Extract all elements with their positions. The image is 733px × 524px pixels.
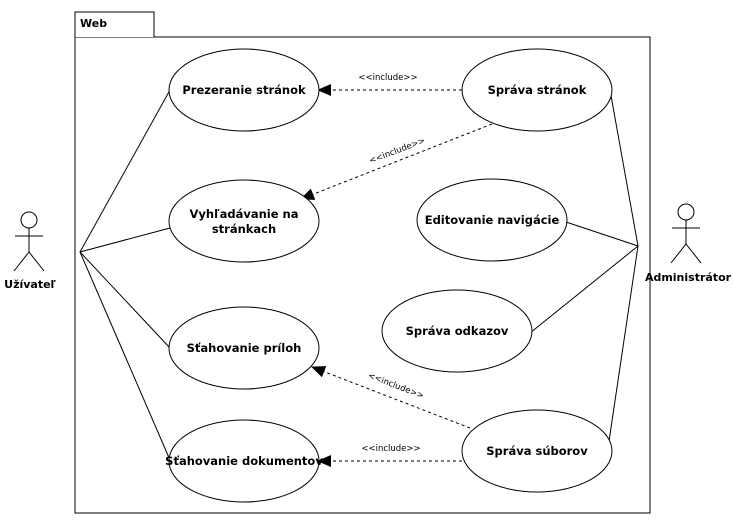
use-case-label: Správa stránok xyxy=(488,83,587,97)
use-case-sprava-suborov: Správa súborov xyxy=(461,409,613,493)
use-case-sprava-odkazov: Správa odkazov xyxy=(381,289,533,373)
actor-user-label: Užívateľ xyxy=(4,278,56,291)
actor-admin: Administrátor xyxy=(645,203,732,284)
assoc-admin-sprava-stranok xyxy=(609,89,639,247)
use-case-stahovanie-dokumentov: Sťahovanie dokumentov xyxy=(165,419,323,503)
include-label-1: <<include>> xyxy=(358,73,417,83)
assoc-user-vyhladavanie xyxy=(79,227,171,253)
use-case-label-line2: stránkach xyxy=(212,222,276,236)
include-label-4: <<include>> xyxy=(361,444,420,454)
use-case-vyhladavanie: Vyhľadávanie na stránkach xyxy=(168,179,320,263)
use-case-label: Editovanie navigácie xyxy=(425,213,560,227)
user-associations xyxy=(79,89,171,461)
stick-figure-icon xyxy=(670,203,702,264)
include-dependencies xyxy=(300,84,493,467)
use-case-label: Sťahovanie príloh xyxy=(187,341,302,355)
assoc-user-stahovanie-dokumentov xyxy=(79,251,171,461)
assoc-admin-sprava-odkazov xyxy=(529,245,639,334)
use-case-label: Správa súborov xyxy=(486,444,588,458)
actor-admin-label: Administrátor xyxy=(645,271,732,284)
include-arrow-subory-prilohy xyxy=(311,366,471,429)
assoc-user-stahovanie-priloh xyxy=(79,251,171,349)
package-title: Web xyxy=(80,17,107,30)
actor-user: Užívateľ xyxy=(4,211,57,291)
use-case-label-line1: Vyhľadávanie na xyxy=(190,207,299,221)
assoc-admin-sprava-suborov xyxy=(607,245,639,449)
stick-figure-icon xyxy=(13,211,45,272)
use-case-sprava-stranok: Správa stránok xyxy=(461,48,613,132)
admin-associations xyxy=(529,89,639,449)
include-arrow-stranky-vyhladavanie xyxy=(300,123,493,200)
use-case-label: Prezeranie stránok xyxy=(182,83,306,97)
use-case-stahovanie-priloh: Sťahovanie príloh xyxy=(168,306,320,390)
assoc-user-prezeranie xyxy=(79,89,171,253)
use-case-label: Sťahovanie dokumentov xyxy=(165,454,323,468)
use-case-prezeranie-stranok: Prezeranie stránok xyxy=(168,48,320,132)
assoc-admin-editovanie-navigacie xyxy=(565,221,639,247)
use-case-label: Správa odkazov xyxy=(406,324,509,338)
use-case-editovanie-navigacie: Editovanie navigácie xyxy=(416,178,568,262)
